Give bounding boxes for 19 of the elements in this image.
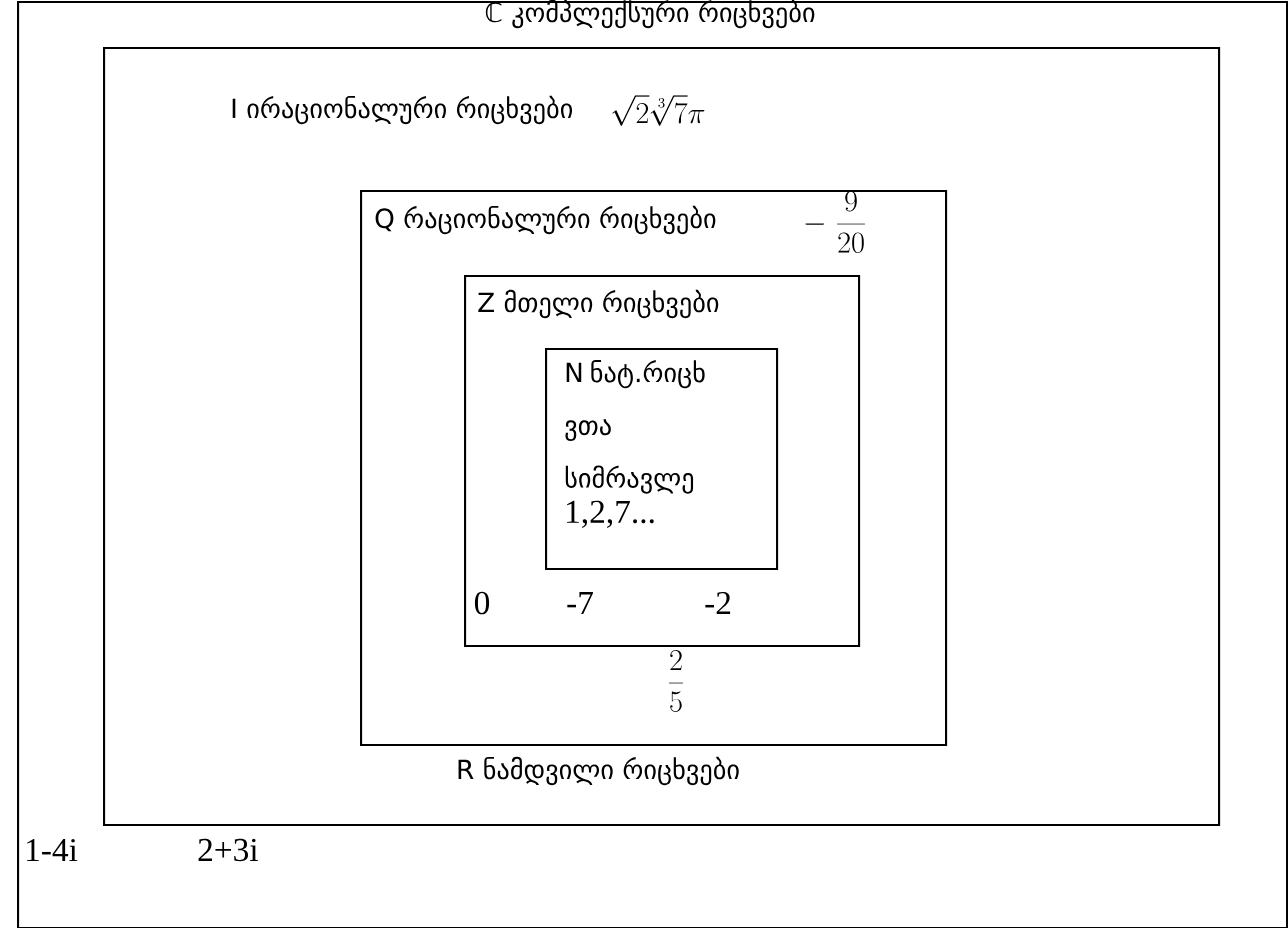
number-label: -2 bbox=[705, 591, 731, 615]
set-label: R ნამდვილი რიცხვები bbox=[458, 756, 739, 786]
set-label: N ნატ.რიცხ ვთა სიმრავლე bbox=[565, 360, 705, 494]
formula: $\frac{2}{5}$ bbox=[669, 650, 683, 712]
set-label: Q რაციონალური რიცხვები bbox=[375, 205, 716, 235]
number-label: 1-4i bbox=[27, 838, 78, 862]
set-label: Z მთელი რიცხვები bbox=[478, 289, 719, 319]
set-box bbox=[360, 190, 948, 747]
set-box bbox=[17, 0, 1288, 928]
number-label: 1,2,7... bbox=[567, 500, 654, 528]
number-label: 0 bbox=[474, 591, 490, 615]
number-label: 2+3i bbox=[198, 838, 258, 862]
formula: $-\;\frac{9}{20}$ bbox=[805, 191, 865, 253]
set-label: I ირაციონალური რიცხვები bbox=[232, 95, 573, 125]
set-box bbox=[103, 47, 1221, 827]
formula: $\sqrt{2}\sqrt[3]{7}\pi$ bbox=[612, 95, 705, 126]
set-box bbox=[464, 275, 861, 648]
number-label: -7 bbox=[567, 592, 593, 614]
set-box bbox=[545, 348, 779, 571]
